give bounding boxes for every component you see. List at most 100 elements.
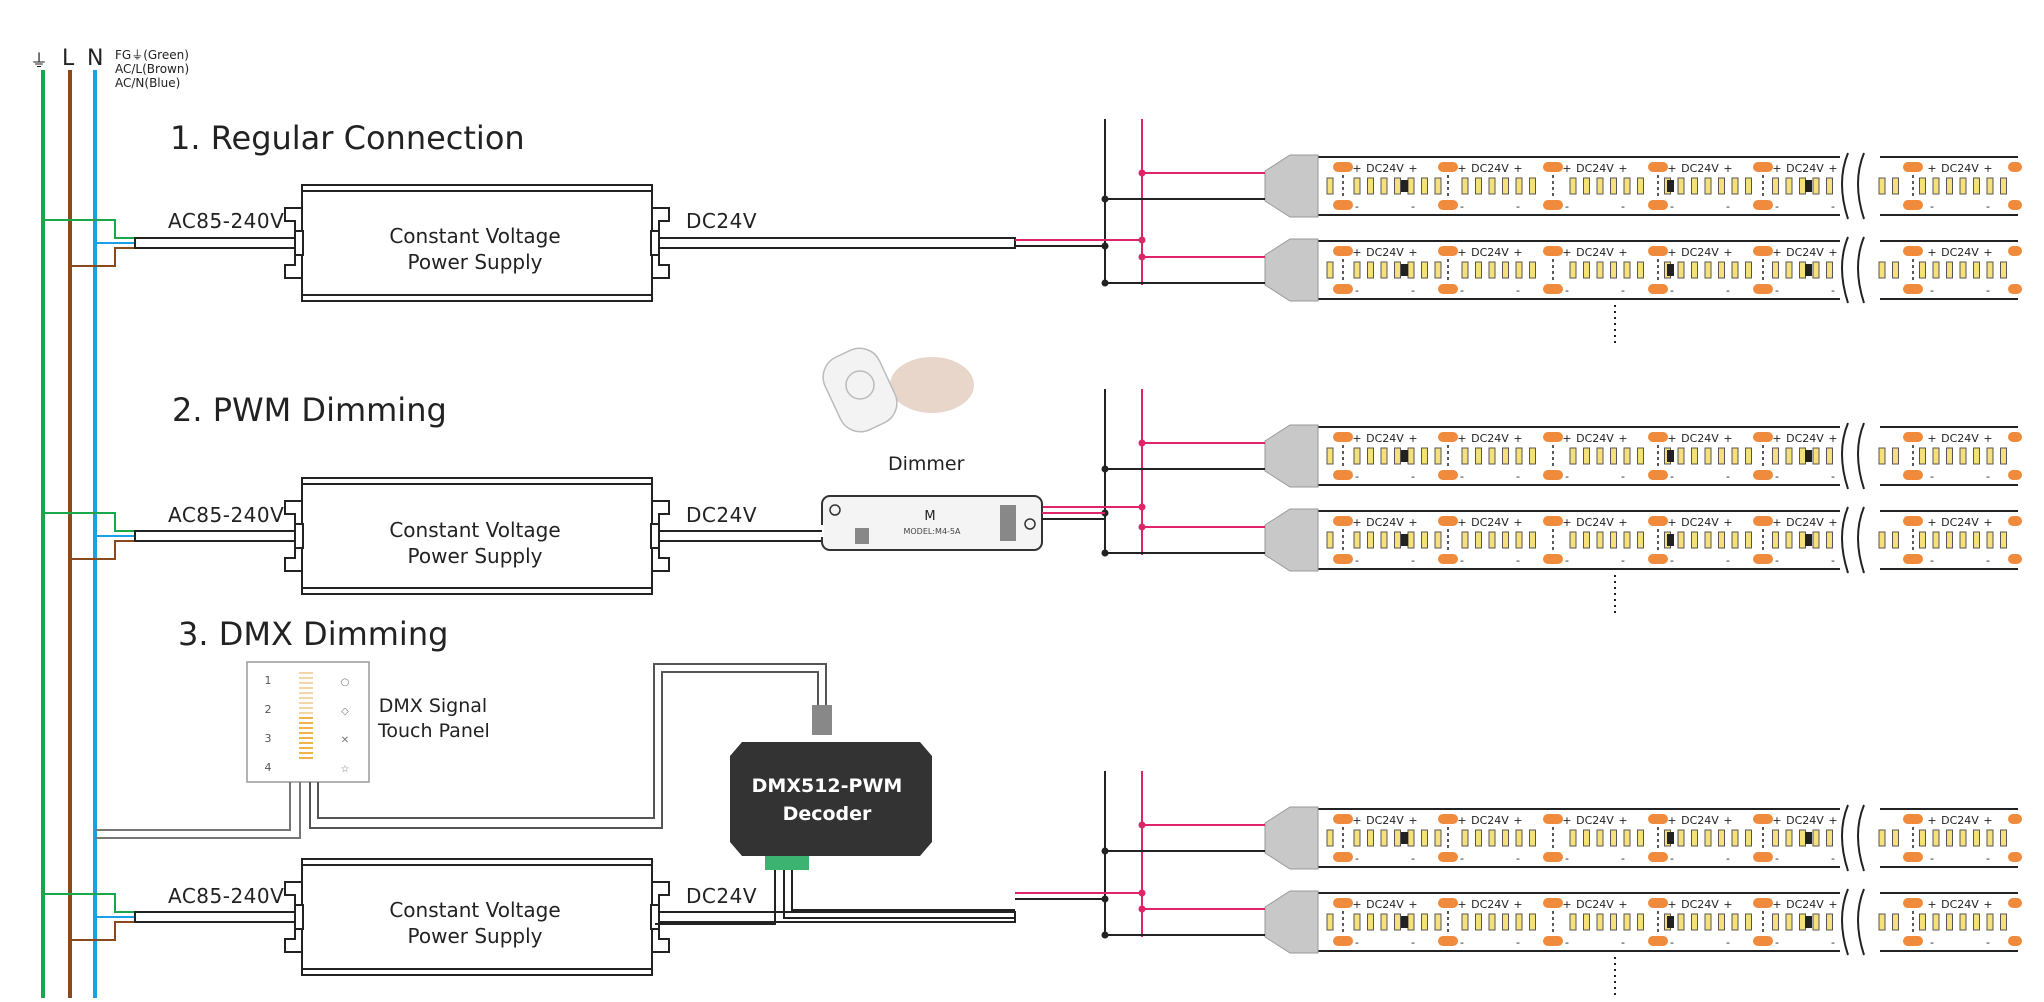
- strip-led-chip: [1704, 447, 1712, 465]
- strip-pad-end-minus: [2008, 284, 2022, 294]
- strip-pad-end-plus: [2008, 516, 2022, 526]
- psu-ear-left-top: [284, 881, 302, 908]
- strip-pad-end-minus: [2008, 200, 2022, 210]
- strip-led-chip: [1610, 829, 1617, 847]
- strip-led-chip: [1326, 261, 1334, 279]
- strip-resistor: [1805, 534, 1812, 546]
- strip-led-chip: [1326, 913, 1334, 931]
- strip-plus-sign: +: [1927, 814, 1936, 827]
- panel-slider-step: [299, 672, 313, 674]
- strip-pad-minus: [1333, 284, 1353, 294]
- strip-led-chip: [1569, 913, 1577, 931]
- strip-plus-sign: +: [1352, 432, 1361, 445]
- strip-plus-sign: +: [1618, 162, 1627, 175]
- strip-voltage-label: DC24V: [1471, 162, 1509, 175]
- panel-slider-step: [299, 742, 313, 744]
- strip-break-left: [1841, 888, 1849, 956]
- strip-led-chip: [1745, 177, 1752, 195]
- strip-led-chip: [1353, 177, 1361, 195]
- strip-plus-sign: +: [1983, 246, 1992, 259]
- strip-plus-sign: +: [1352, 516, 1361, 529]
- strip-minus-sign: -: [1621, 284, 1625, 297]
- psu-ear-left-bottom: [284, 252, 302, 279]
- strip-led-chip: [2000, 913, 2007, 931]
- strip-led-chip: [1367, 177, 1374, 195]
- strip-voltage-label: DC24V: [1471, 898, 1509, 911]
- strip-minus-sign: -: [1460, 200, 1464, 213]
- dimmer-brand: M: [924, 509, 935, 524]
- strip-minus-sign: -: [1411, 200, 1415, 213]
- strip-minus-sign: -: [1986, 852, 1990, 865]
- strip-led-chip: [1461, 829, 1469, 847]
- strip-led-chip: [1434, 531, 1442, 549]
- strip-led-chip: [1772, 829, 1779, 847]
- strip-led-chip: [1785, 177, 1793, 195]
- strip-plus-sign: +: [1723, 814, 1732, 827]
- strip-minus-sign: -: [1355, 470, 1359, 483]
- strip-led-chip: [1745, 829, 1752, 847]
- strip-resistor: [1401, 916, 1408, 928]
- strip-minus-sign: -: [1621, 936, 1625, 949]
- strip-minus-sign: -: [1516, 554, 1520, 567]
- strip-pad-minus: [1648, 200, 1668, 210]
- strip-led-chip: [1529, 177, 1536, 195]
- strip-pad-minus: [1903, 470, 1923, 480]
- strip-plus-sign: +: [1723, 898, 1732, 911]
- strip-led-chip: [1919, 913, 1926, 931]
- strip-plus-sign: +: [1352, 898, 1361, 911]
- strip-voltage-label: DC24V: [1471, 246, 1509, 259]
- strip-led-chip: [1892, 913, 1899, 931]
- strip-led-chip: [1637, 177, 1644, 195]
- panel-slider-step: [299, 717, 313, 719]
- strip-pad-end-plus: [2008, 432, 2022, 442]
- strip-break-left: [1841, 422, 1849, 490]
- strip-led-chip: [1973, 829, 1980, 847]
- dmx-panel-label-line2: Touch Panel: [378, 720, 490, 742]
- strip-minus-sign: -: [1986, 470, 1990, 483]
- bus-node: [1138, 821, 1146, 829]
- strip-pad-minus: [1438, 284, 1458, 294]
- strip-led-chip: [1515, 177, 1523, 195]
- strip-led-chip: [1502, 177, 1509, 195]
- bus-node: [1101, 279, 1109, 287]
- strip-pad-end-minus: [2008, 470, 2022, 480]
- strip-minus-sign: -: [1726, 470, 1730, 483]
- dmx-panel-label: DMX Signal Touch Panel: [378, 694, 490, 744]
- strip-connector: [1264, 154, 1319, 218]
- strip-minus-sign: -: [1670, 470, 1674, 483]
- strip-led-chip: [1718, 829, 1725, 847]
- strip-pad-minus: [1753, 200, 1773, 210]
- strip-pad-plus: [1333, 432, 1353, 442]
- psu2-name-line2: Power Supply: [407, 544, 543, 568]
- strip-minus-sign: -: [1411, 284, 1415, 297]
- strip-pad-plus: [1438, 516, 1458, 526]
- strip-voltage-label: DC24V: [1681, 516, 1719, 529]
- tap-live-wire: [70, 540, 135, 560]
- strip-led-chip: [1932, 447, 1940, 465]
- strip-voltage-label: DC24V: [1681, 162, 1719, 175]
- strip-led-chip: [1718, 447, 1725, 465]
- strip-led-chip: [1772, 913, 1779, 931]
- strip-pad-plus: [1903, 814, 1923, 824]
- strip-pad-minus: [1438, 852, 1458, 862]
- strip-led-chip: [1596, 913, 1604, 931]
- strip-led-chip: [1973, 177, 1980, 195]
- strip-break-left: [1841, 152, 1849, 220]
- strip-minus-sign: -: [1411, 852, 1415, 865]
- strip-led-chip: [1421, 531, 1428, 549]
- legend-ground-text: FG⏚(Green): [115, 48, 189, 62]
- bus-node: [1101, 847, 1109, 855]
- strip-minus-sign: -: [1670, 284, 1674, 297]
- panel-slider-step: [299, 677, 313, 679]
- strip-minus-sign: -: [1831, 852, 1835, 865]
- strip-minus-sign: -: [1726, 200, 1730, 213]
- strip-plus-sign: +: [1667, 162, 1676, 175]
- strip-led-chip: [1380, 531, 1388, 549]
- psu-gland-left: [294, 523, 304, 549]
- strip-pad-end-plus: [2008, 898, 2022, 908]
- strip-led-chip: [2000, 447, 2007, 465]
- strip-pad-minus: [1438, 200, 1458, 210]
- strip-voltage-label: DC24V: [1366, 432, 1404, 445]
